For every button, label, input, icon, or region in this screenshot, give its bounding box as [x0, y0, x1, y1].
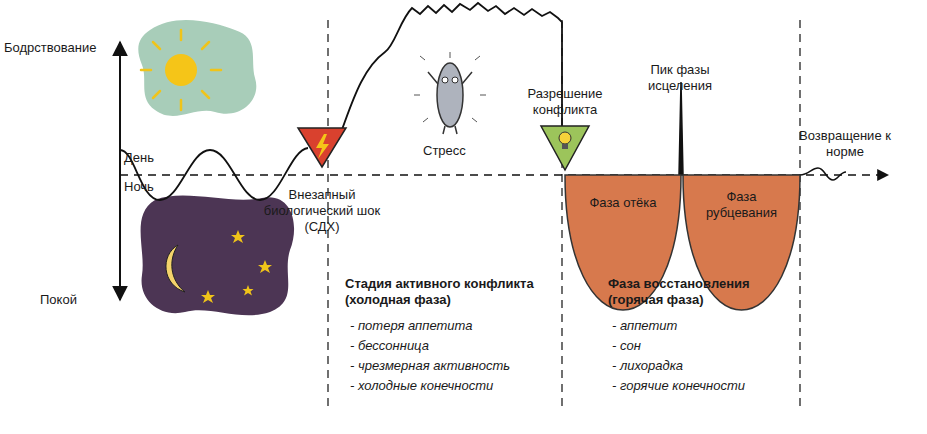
sun-icon: [141, 30, 221, 110]
circadian-wave: [120, 148, 308, 200]
symptom-item: - горячие конечности: [612, 378, 792, 394]
stress-label: Стресс: [423, 143, 493, 159]
bulb-base: [562, 144, 568, 149]
node-outline: [252, 125, 392, 175]
resolution-triangle: Разрешение конфликта: [505, 86, 625, 176]
stressed-figure: [414, 52, 486, 134]
symptom-item: - чрезмерная активность: [350, 358, 550, 374]
symptom-item: - сон: [612, 338, 792, 354]
node-text: Внезапный биологический шок (СДХ): [262, 187, 382, 235]
vertical-axis: [119, 42, 121, 300]
shock-triangle: Внезапный биологический шок (СДХ): [252, 125, 392, 235]
axis-label: Покой: [40, 292, 110, 308]
return-label: Возвращение к норме: [790, 128, 900, 160]
stress-curve: [338, 3, 562, 150]
phase-divider: [799, 20, 800, 410]
lightning-icon: [316, 134, 329, 159]
triangle-shape: [298, 128, 346, 167]
symptom-item: - лихорадка: [612, 358, 792, 374]
symptom-item: - потеря аппетита: [350, 318, 550, 334]
day-blob: [138, 20, 256, 116]
triangle-shape: [541, 126, 589, 170]
healing-peak: [679, 82, 683, 175]
phase-heading: Фаза восстановления (горячая фаза): [608, 276, 798, 308]
return-wave: [800, 168, 846, 180]
symptom-item: - холодные конечности: [350, 378, 550, 394]
star-icons: [201, 230, 272, 303]
node-text: Фаза рубцевания: [702, 189, 782, 221]
peak-label: Пик фазы исцеления: [635, 62, 725, 94]
bulb-icon: [559, 132, 571, 144]
phase-heading: Стадия активного конфликта (холодная фаз…: [345, 276, 555, 308]
symptom-item: - аппетит: [612, 318, 792, 334]
node-text: Фаза отёка: [573, 195, 673, 211]
day-label: День: [124, 150, 174, 166]
node-text: Разрешение конфликта: [510, 86, 620, 118]
symptom-item: - бессонница: [350, 338, 550, 354]
moon-icon: [166, 245, 185, 292]
axis-label: Бодрствование: [4, 40, 119, 56]
night-label: Ночь: [124, 179, 174, 195]
